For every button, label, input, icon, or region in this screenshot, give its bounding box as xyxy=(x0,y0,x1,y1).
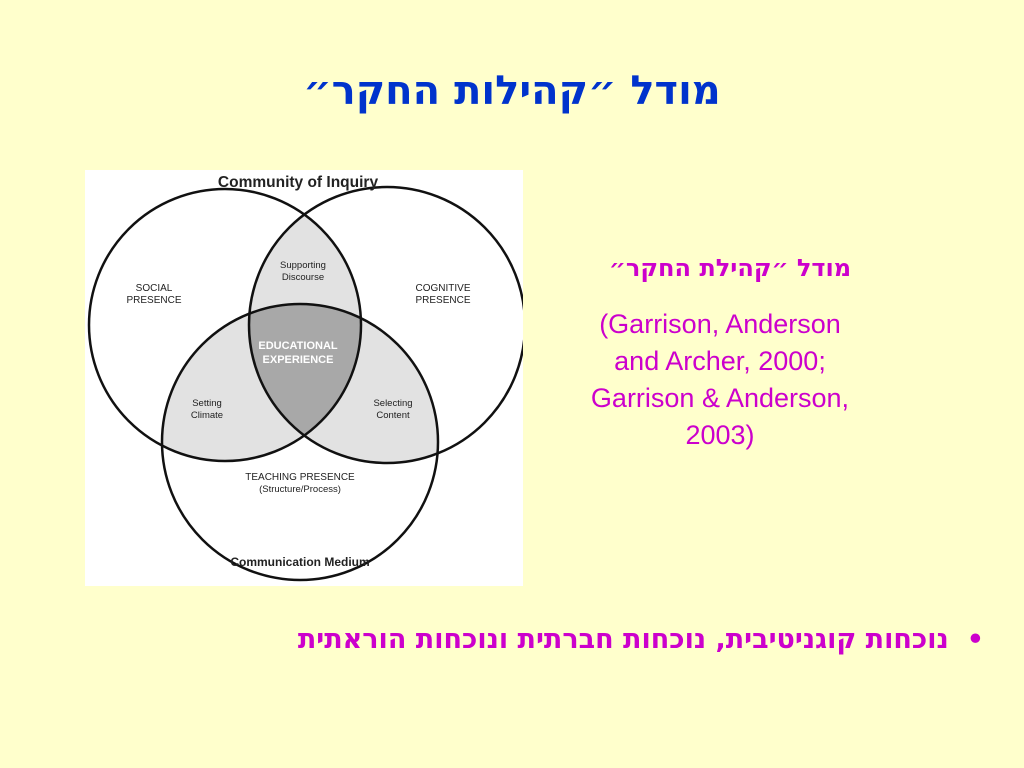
community-of-inquiry-figure: Community of Inquiry SOCIAL PRESENCE COG… xyxy=(85,170,523,586)
cognitive-presence-circle xyxy=(247,185,523,465)
citation-block: (Garrison, Anderson and Archer, 2000; Ga… xyxy=(520,306,920,454)
cognitive-label-line2: PRESENCE xyxy=(415,295,470,306)
model-sub-heading: מודל ״קהילת החקר״ xyxy=(608,254,852,282)
overlap-shading xyxy=(162,189,438,463)
slide-title: מודל ״קהילות החקר״ xyxy=(303,68,721,114)
selecting-label-line1: Selecting xyxy=(373,398,412,409)
setting-label-line1: Setting xyxy=(192,398,222,409)
setting-label-line2: Climate xyxy=(191,410,223,421)
social-presence-circle xyxy=(87,187,363,463)
center-label-line1: EDUCATIONAL xyxy=(258,340,338,352)
venn-diagram: Community of Inquiry SOCIAL PRESENCE COG… xyxy=(87,174,523,582)
cognitive-label-line1: COGNITIVE xyxy=(415,283,470,294)
citation-line: and Archer, 2000; xyxy=(614,346,826,376)
teaching-presence-circle xyxy=(160,302,440,582)
citation-line: (Garrison, Anderson xyxy=(599,309,841,339)
citation-line: Garrison & Anderson, xyxy=(590,383,850,413)
figure-title: Community of Inquiry xyxy=(218,174,379,191)
social-label-line1: SOCIAL xyxy=(136,283,173,294)
teaching-label-line2: (Structure/Process) xyxy=(259,484,341,495)
center-label-line2: EXPERIENCE xyxy=(263,354,334,366)
supporting-label-line1: Supporting xyxy=(280,260,326,271)
selecting-label-line2: Content xyxy=(376,410,410,421)
bullet-text: נוכחות קוגניטיבית, נוכחות חברתית ונוכחות… xyxy=(297,624,949,655)
social-label-line2: PRESENCE xyxy=(126,295,181,306)
citation-line: 2003) xyxy=(685,420,755,450)
bullet-item: • נוכחות קוגניטיבית, נוכחות חברתית ונוכחו… xyxy=(20,624,984,655)
supporting-label-line2: Discourse xyxy=(282,272,324,283)
figure-footer: Communication Medium xyxy=(230,555,369,569)
teaching-label-line1: TEACHING PRESENCE xyxy=(245,472,355,483)
bullet-dot-icon: • xyxy=(966,624,984,655)
